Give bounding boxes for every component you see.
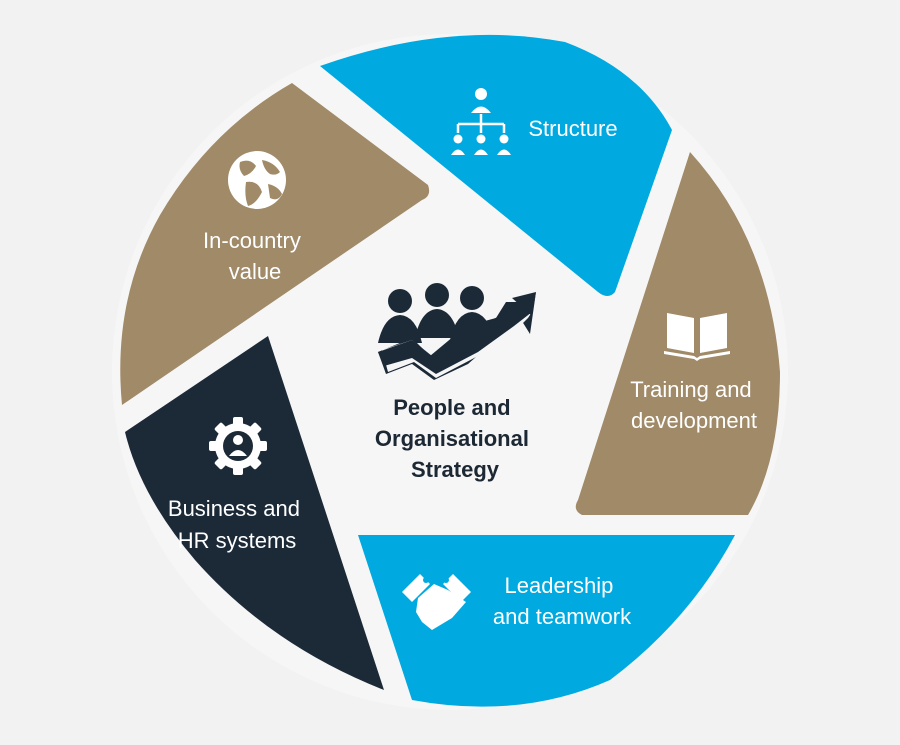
segment-structure-label: Structure [528, 116, 617, 141]
globe-icon [228, 151, 286, 209]
handshake-icon [402, 574, 471, 630]
segment-business-label-line1: Business and [168, 496, 300, 521]
segment-business-label: Business and HR systems [168, 496, 306, 553]
segment-business: Business and HR systems [125, 336, 384, 690]
segment-training-label: Training and development [630, 377, 758, 433]
center-title: People and Organisational Strategy [375, 395, 535, 482]
segment-structure-shape [320, 34, 672, 296]
segment-in-country-label: In-country value [203, 228, 307, 284]
segment-business-label-line2: HR systems [178, 528, 297, 553]
center-title-line1: People and [393, 395, 510, 420]
segment-structure-label-line: Structure [528, 116, 617, 141]
center-block: People and Organisational Strategy [375, 283, 536, 482]
segment-structure: Structure [320, 34, 672, 296]
org-chart-icon [451, 88, 511, 155]
segment-leadership-label-line2: and teamwork [493, 604, 632, 629]
gear-person-icon [209, 417, 267, 475]
center-title-line2: Organisational [375, 426, 529, 451]
segment-training: Training and development [575, 152, 780, 515]
segment-in-country-shape [120, 83, 430, 405]
segment-leadership-label-line1: Leadership [505, 573, 614, 598]
segment-in-country-label-line2: value [229, 259, 282, 284]
people-growth-arrow-icon [378, 283, 536, 380]
segment-leadership-label: Leadership and teamwork [493, 573, 632, 629]
open-book-icon [664, 313, 730, 361]
segment-business-shape [125, 336, 384, 690]
segment-in-country-label-line1: In-country [203, 228, 301, 253]
segment-training-label-line1: Training and [630, 377, 751, 402]
segment-training-label-line2: development [631, 408, 757, 433]
center-title-line3: Strategy [411, 457, 500, 482]
segment-leadership: Leadership and teamwork [358, 535, 735, 707]
segment-in-country: In-country value [120, 83, 430, 405]
